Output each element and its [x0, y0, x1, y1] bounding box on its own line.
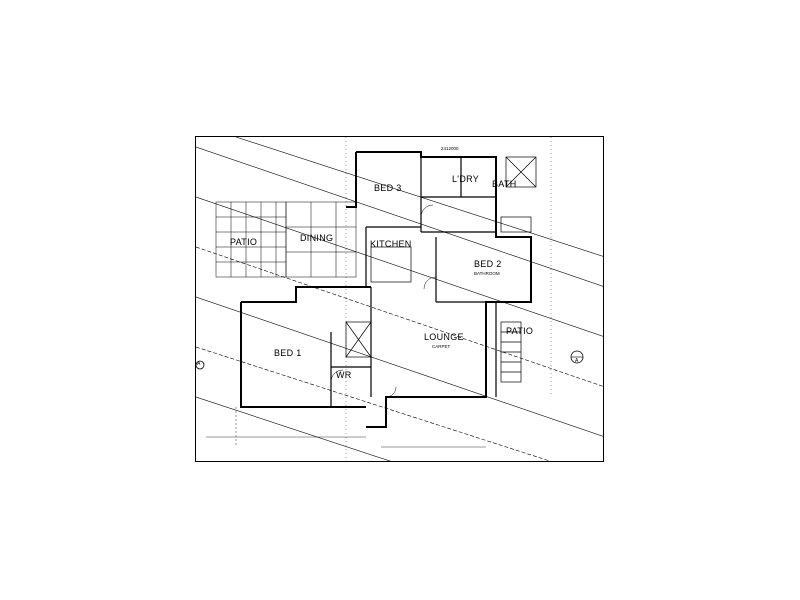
bed2-sub-note: BATHROOM [474, 271, 500, 276]
room-label-bed3: BED 3 [374, 183, 402, 193]
room-label-ldry: L'DRY [452, 174, 480, 184]
room-label-patio-left: PATIO [230, 237, 258, 247]
room-label-patio-right: PATIO [506, 326, 534, 336]
room-label-bed2: BED 2 [474, 259, 502, 269]
section-marker-right-label: A [575, 358, 579, 364]
patio-grid [215, 201, 357, 278]
section-marker-left [196, 360, 205, 370]
setback-lines [196, 137, 603, 461]
floor-plan-drawing [196, 137, 603, 461]
lounge-sub-note: CARPET [432, 344, 451, 349]
section-marker-left-label: A [197, 361, 201, 367]
room-label-kitchen: KITCHEN [370, 239, 412, 249]
dimension-lines [206, 137, 552, 461]
room-label-bed1: BED 1 [274, 348, 302, 358]
top-dimension-note: 2412000 [441, 146, 459, 151]
room-label-bath: BATH [492, 179, 517, 189]
fixtures [345, 156, 537, 383]
door-swings [330, 204, 437, 398]
external-walls [240, 151, 532, 428]
room-label-lounge: LOUNGE [424, 332, 464, 342]
room-label-dining: DINING [300, 233, 334, 243]
floor-plan-frame: PATIO DINING KITCHEN BED 3 L'DRY BATH BE… [195, 136, 604, 462]
room-label-wir: WR [336, 370, 352, 380]
